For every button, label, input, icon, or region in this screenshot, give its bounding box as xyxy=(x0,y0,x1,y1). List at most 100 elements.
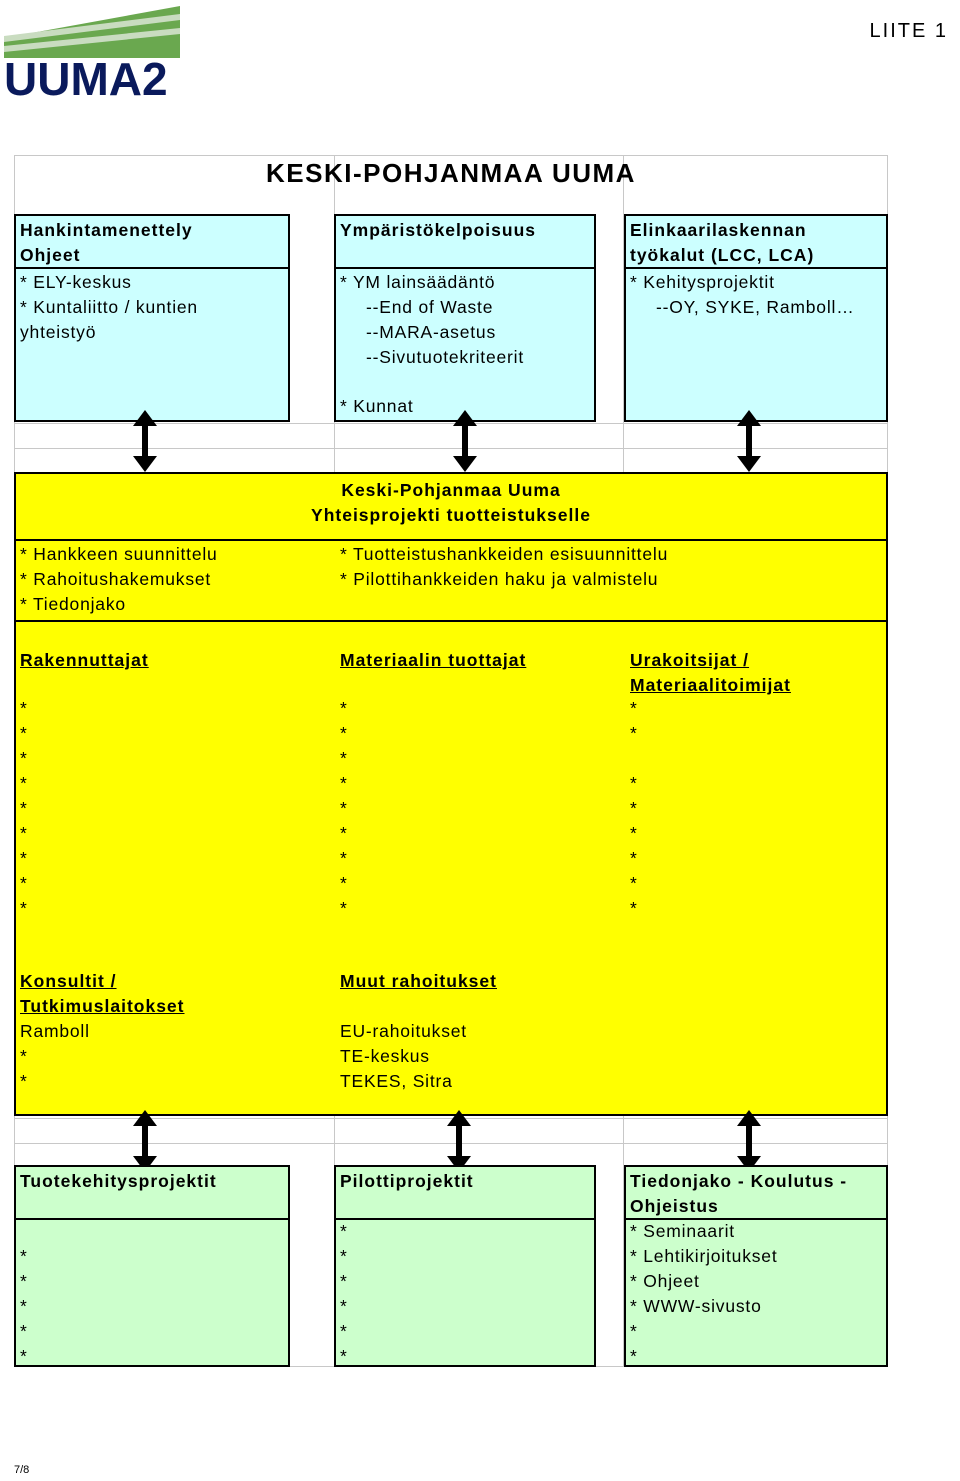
list-item: * xyxy=(20,723,28,743)
lifecycle-line: * Kehitysprojektit xyxy=(630,272,775,292)
list-item: * xyxy=(630,898,638,918)
list-item: * xyxy=(630,848,638,868)
producers-list: * * * * * * * * * xyxy=(340,696,348,921)
list-item: * xyxy=(630,1321,638,1341)
material-producers-heading: Materiaalin tuottajat xyxy=(340,650,527,670)
list-item: * xyxy=(340,748,348,768)
double-arrow-icon xyxy=(133,410,157,472)
list-item xyxy=(630,746,638,771)
double-arrow-icon xyxy=(737,410,761,472)
list-item: * xyxy=(20,823,28,843)
list-item: * xyxy=(340,1296,348,1316)
info-training-box: Tiedonjako - Koulutus -Ohjeistus * Semin… xyxy=(624,1165,888,1367)
contractors-heading: Urakoitsijat / xyxy=(630,650,750,670)
builders-list: * * * * * * * * * xyxy=(20,696,28,921)
procurement-line: yhteistyö xyxy=(20,322,97,342)
lifecycle-line: --OY, SYKE, Ramboll… xyxy=(656,297,855,317)
list-item: * xyxy=(340,1246,348,1266)
list-item: * xyxy=(20,1296,28,1316)
list-item: * xyxy=(630,823,638,843)
list-item: * xyxy=(20,1246,28,1266)
list-item: EU-rahoitukset xyxy=(340,1021,467,1041)
consultants-heading: Konsultit / xyxy=(20,971,117,991)
list-item: * xyxy=(20,848,28,868)
contractors-list: * * * * * * * * xyxy=(630,696,638,921)
environmental-line: * Kunnat xyxy=(340,396,414,416)
list-item: * xyxy=(20,1071,28,1091)
double-arrow-icon xyxy=(453,410,477,472)
list-item: * xyxy=(20,1046,28,1066)
list-item: * xyxy=(20,1321,28,1341)
list-item: * Ohjeet xyxy=(630,1271,700,1291)
list-item: * xyxy=(630,698,638,718)
list-item: TEKES, Sitra xyxy=(340,1071,453,1091)
environmental-header: Ympäristökelpoisuus xyxy=(340,220,536,240)
list-item: * xyxy=(630,1346,638,1366)
logo-swoosh-icon xyxy=(4,6,180,58)
list-item: * xyxy=(20,748,28,768)
attachment-label: LIITE 1 xyxy=(869,20,948,42)
joint-task: * Hankkeen suunnittelu xyxy=(20,544,218,564)
list-item: * xyxy=(340,698,348,718)
uuma2-logo: UUMA2 xyxy=(4,6,180,106)
double-arrow-icon xyxy=(737,1110,761,1172)
list-item: * xyxy=(630,723,638,743)
list-item: * xyxy=(630,798,638,818)
product-dev-box: Tuotekehitysprojektit * * * * * xyxy=(14,1165,290,1367)
page-number: 7/8 xyxy=(14,1464,30,1476)
list-item: * xyxy=(20,1346,28,1366)
list-item: * xyxy=(340,773,348,793)
joint-task: * Pilottihankkeiden haku ja valmistelu xyxy=(340,569,659,589)
consultants-heading: Tutkimuslaitokset xyxy=(20,996,185,1016)
list-item: * xyxy=(340,898,348,918)
list-item: * xyxy=(20,1271,28,1291)
info-training-header: Tiedonjako - Koulutus -Ohjeistus xyxy=(630,1171,848,1216)
pilot-box: Pilottiprojektit * * * * * * xyxy=(334,1165,596,1367)
list-item: * xyxy=(630,873,638,893)
joint-task: * Tuotteistushankkeiden esisuunnittelu xyxy=(340,544,669,564)
list-item: * xyxy=(340,1321,348,1341)
procurement-line: * Kuntaliitto / kuntien xyxy=(20,297,198,317)
list-item: * xyxy=(20,898,28,918)
joint-task: * Tiedonjako xyxy=(20,594,126,614)
list-item: * xyxy=(340,723,348,743)
list-item: * xyxy=(340,1271,348,1291)
list-item: * Lehtikirjoitukset xyxy=(630,1246,778,1266)
list-item: TE-keskus xyxy=(340,1046,430,1066)
environmental-box: Ympäristökelpoisuus * YM lainsäädäntö --… xyxy=(334,214,596,422)
page-title: KESKI-POHJANMAA UUMA xyxy=(266,158,636,188)
double-arrow-icon xyxy=(447,1110,471,1172)
pilot-header: Pilottiprojektit xyxy=(340,1171,474,1191)
contractors-heading: Materiaalitoimijat xyxy=(630,675,791,695)
double-arrow-icon xyxy=(133,1110,157,1172)
list-item: * xyxy=(20,698,28,718)
list-item: * xyxy=(20,773,28,793)
joint-task: * Rahoitushakemukset xyxy=(20,569,212,589)
procurement-line: * ELY-keskus xyxy=(20,272,132,292)
logo-text: UUMA2 xyxy=(4,53,168,105)
builders-heading: Rakennuttajat xyxy=(20,650,149,670)
list-item: * xyxy=(20,873,28,893)
list-item: * xyxy=(340,873,348,893)
list-item: * WWW-sivusto xyxy=(630,1296,762,1316)
list-item: * xyxy=(20,798,28,818)
list-item: * xyxy=(340,1221,348,1241)
environmental-line: * YM lainsäädäntö xyxy=(340,272,496,292)
list-item: * xyxy=(340,823,348,843)
list-item: Ramboll xyxy=(20,1021,90,1041)
product-dev-header: Tuotekehitysprojektit xyxy=(20,1171,217,1191)
list-item: * xyxy=(630,773,638,793)
list-item: * xyxy=(340,848,348,868)
environmental-line: --Sivutuotekriteerit xyxy=(366,347,524,367)
environmental-line: --MARA-asetus xyxy=(366,322,497,342)
environmental-line: --End of Waste xyxy=(366,297,494,317)
list-item: * xyxy=(340,798,348,818)
funding-heading: Muut rahoitukset xyxy=(340,971,497,991)
list-item: * xyxy=(340,1346,348,1366)
